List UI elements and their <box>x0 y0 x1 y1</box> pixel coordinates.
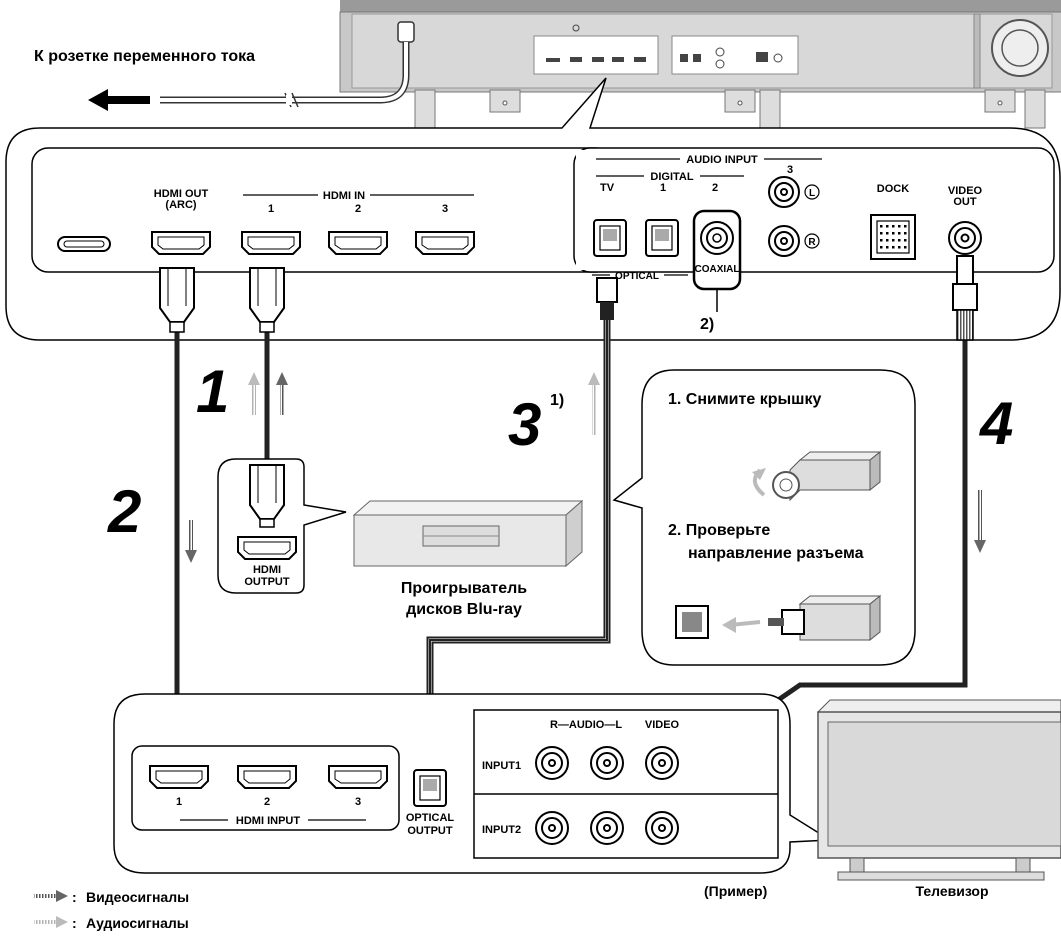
hdmi-output-label: HDMI <box>253 564 281 576</box>
dock-pin <box>880 239 883 242</box>
bluray-caption-2: дисков Blu-ray <box>406 601 522 618</box>
step-3-number: 3 <box>508 391 541 458</box>
tv-optical-output-label: OPTICAL <box>406 812 455 824</box>
check-direction-step-2: направление разъема <box>688 545 864 562</box>
tv-hdmi-2-label: 2 <box>264 796 270 808</box>
audio-input-label: AUDIO INPUT <box>686 154 758 166</box>
ac-power-cable <box>160 42 410 108</box>
legend-audio-icon <box>34 916 68 928</box>
optical-port-icon <box>593 219 679 257</box>
dock-pin <box>898 225 901 228</box>
audio-signal-arrow-icon <box>248 372 600 435</box>
hdmi-in-label: HDMI IN <box>323 190 365 202</box>
coaxial-port-icon <box>692 209 742 291</box>
dock-pin <box>880 246 883 249</box>
right-channel-label: R <box>808 237 816 248</box>
step-2-number: 2 <box>107 478 141 545</box>
dock-pin <box>892 225 895 228</box>
digital-label: DIGITAL <box>650 171 693 183</box>
tv-rca-port-icon <box>535 746 679 845</box>
hdmi-output-label-2: OUTPUT <box>244 576 290 588</box>
tv-hdmi-3-label: 3 <box>355 796 361 808</box>
dock-port-icon <box>870 214 916 260</box>
soundbar-unit <box>339 0 1061 129</box>
tv-hdmi-input-label: HDMI INPUT <box>236 815 300 827</box>
dock-pin <box>886 232 889 235</box>
analog-3-label: 3 <box>787 164 793 176</box>
optical-label: OPTICAL <box>615 271 659 282</box>
dock-pin <box>898 232 901 235</box>
dock-pin <box>892 232 895 235</box>
legend-colon: : <box>72 889 77 905</box>
optical-plug-cap-icon <box>752 450 882 502</box>
dock-pin <box>886 246 889 249</box>
dock-pin <box>904 232 907 235</box>
legend-video-icon <box>34 890 68 902</box>
optical-plug-direction-icon <box>675 594 882 642</box>
tv-optical-port-icon <box>413 769 447 807</box>
hdmi-out-arc-label: (ARC) <box>165 199 196 211</box>
coaxial-label: COAXIAL <box>695 264 740 275</box>
tv-input1-label: INPUT1 <box>482 760 521 772</box>
dock-pin <box>904 239 907 242</box>
digital-tv-label: TV <box>600 182 615 194</box>
dock-pin <box>880 232 883 235</box>
legend-colon-2: : <box>72 915 77 931</box>
dock-pin <box>898 239 901 242</box>
ac-outlet-label: К розетке переменного тока <box>34 48 255 65</box>
video-out-label: VIDEO <box>948 185 983 197</box>
dock-label: DOCK <box>877 183 909 195</box>
digital-2-label: 2 <box>712 182 718 194</box>
remove-cap-step: 1. Снимите крышку <box>668 391 821 408</box>
dock-pin <box>904 225 907 228</box>
bluray-caption: Проигрыватель <box>401 580 527 597</box>
dock-pin <box>880 225 883 228</box>
hdmi-in-3-label: 3 <box>442 203 448 215</box>
coaxial-note: 2) <box>700 316 714 333</box>
tv-caption: Телевизор <box>915 883 988 899</box>
step-1-number: 1 <box>196 358 229 425</box>
analog-rca-port-icon <box>768 176 820 257</box>
hdmi-in-1-label: 1 <box>268 203 274 215</box>
legend-audio-label: Аудиосигналы <box>86 915 189 931</box>
digital-1-label: 1 <box>660 182 666 194</box>
check-direction-step: 2. Проверьте <box>668 522 770 539</box>
step-4-number: 4 <box>979 390 1013 457</box>
optical-instructions-callout <box>612 369 916 666</box>
hdmi-cable-2 <box>159 267 195 761</box>
tv-panel-callout <box>113 693 833 874</box>
ac-outlet-arrow-icon <box>88 89 150 111</box>
hdmi-out-label: HDMI OUT <box>154 188 209 200</box>
tv-icon <box>816 699 1061 881</box>
step-3-note: 1) <box>550 392 564 409</box>
hdmi-in-2-label: 2 <box>355 203 361 215</box>
hdmi-cable-1 <box>249 267 285 465</box>
tv-audio-rl-label: R—AUDIO—L <box>550 719 622 731</box>
legend-video-label: Видеосигналы <box>86 889 189 905</box>
dock-pin <box>898 246 901 249</box>
example-label: (Пример) <box>704 883 767 899</box>
video-out-label-2: OUT <box>953 196 977 208</box>
dock-pin <box>904 246 907 249</box>
tv-video-label: VIDEO <box>645 719 680 731</box>
bluray-hdmi-callout <box>217 458 347 594</box>
tv-input2-label: INPUT2 <box>482 824 521 836</box>
video-out-port-icon <box>948 221 982 255</box>
tv-hdmi-1-label: 1 <box>176 796 182 808</box>
dock-pin <box>886 239 889 242</box>
usb-port-icon <box>57 236 111 252</box>
dock-pin <box>886 225 889 228</box>
dock-pin <box>892 246 895 249</box>
video-signal-arrow-icon <box>185 372 986 563</box>
bluray-player-icon <box>352 499 584 568</box>
tv-optical-output-label-2: OUTPUT <box>407 825 453 837</box>
dock-pin <box>892 239 895 242</box>
left-channel-label: L <box>809 188 815 199</box>
